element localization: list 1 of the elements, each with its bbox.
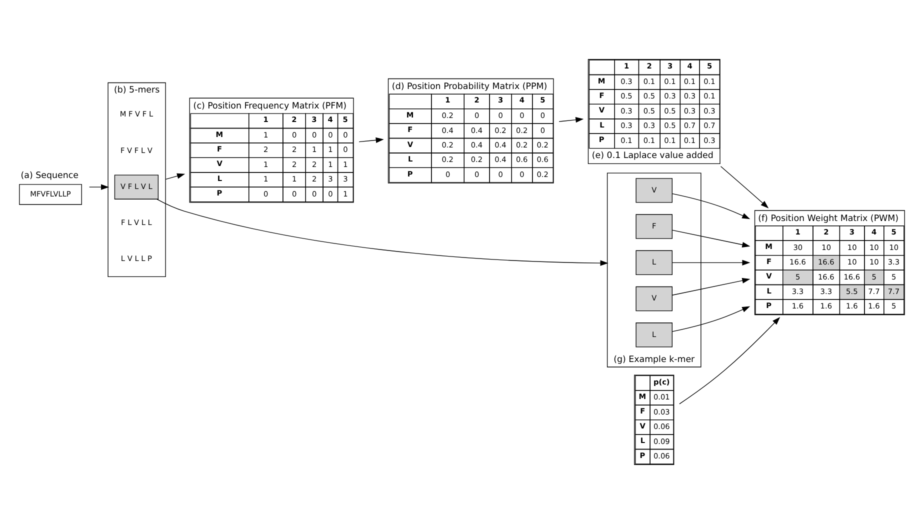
- node-label: (a) Sequence: [20, 170, 78, 181]
